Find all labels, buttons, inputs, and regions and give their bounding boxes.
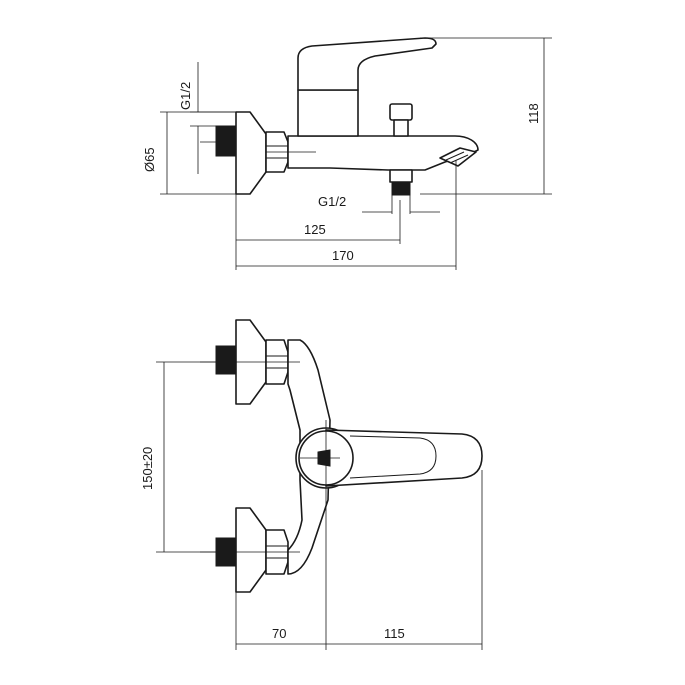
top-lever-inner (349, 435, 437, 479)
side-aerator-line (445, 151, 465, 161)
label-thread-inlet: G1/2 (178, 82, 193, 110)
side-inlet-thread (215, 125, 237, 157)
side-lever (297, 37, 437, 91)
label-outlet-distance: 125 (304, 222, 326, 237)
side-view: G1/2 Ø65 118 G1/2 125 170 (142, 37, 552, 270)
side-rosette (235, 111, 267, 195)
side-diverter-stem (393, 119, 409, 137)
side-diverter-cap (389, 103, 413, 121)
label-total-length: 170 (332, 248, 354, 263)
label-diameter: Ø65 (142, 147, 157, 172)
side-outlet-thread (391, 181, 411, 196)
top-inlet-thread-upper (215, 345, 237, 375)
top-lever (325, 429, 483, 487)
label-depth-wall: 70 (272, 626, 286, 641)
top-rosette-lower (235, 507, 267, 593)
top-view: 150±20 70 115 (140, 319, 483, 650)
side-aerator (439, 147, 477, 167)
side-aerator-line (449, 154, 469, 164)
label-height: 118 (526, 103, 541, 124)
label-centers: 150±20 (140, 447, 155, 490)
side-cartridge (297, 89, 359, 137)
side-body-spout (287, 135, 479, 171)
label-handle-reach: 115 (384, 626, 405, 641)
side-outlet-connector (389, 169, 413, 183)
label-thread-outlet: G1/2 (318, 194, 346, 209)
